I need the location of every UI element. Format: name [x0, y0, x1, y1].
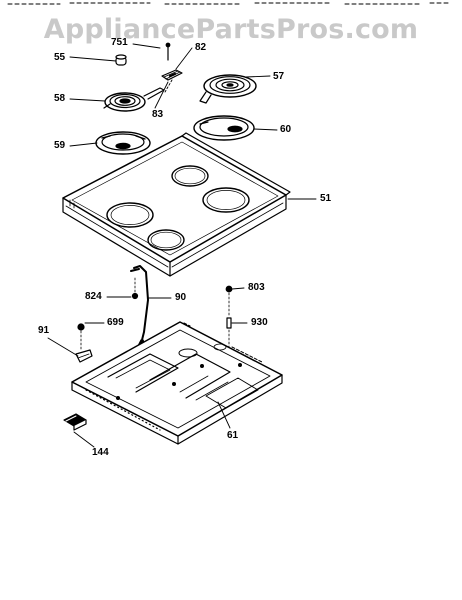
callout-751: 751 — [111, 37, 128, 48]
part-60-large-drip-pan — [193, 115, 255, 141]
part-55-cap — [115, 54, 127, 66]
callout-83: 83 — [152, 109, 164, 120]
callout-61: 61 — [227, 430, 239, 441]
callout-58: 58 — [54, 93, 66, 104]
part-803-930-fasteners — [225, 285, 233, 353]
part-61-burner-box — [71, 321, 283, 445]
callout-144: 144 — [92, 447, 109, 458]
part-91-699-bracket — [75, 323, 93, 363]
part-59-small-drip-pan — [95, 131, 151, 155]
part-51-main-top — [62, 132, 291, 277]
callout-699: 699 — [107, 317, 124, 328]
part-57-large-element — [199, 74, 257, 104]
callout-90: 90 — [175, 292, 187, 303]
watermark-text: AppliancePartsPros.com — [43, 14, 419, 45]
callout-57: 57 — [273, 71, 285, 82]
part-90-wire — [130, 265, 149, 347]
cropped-top-line — [7, 2, 451, 5]
callout-930: 930 — [251, 317, 268, 328]
callout-803: 803 — [248, 282, 265, 293]
callout-82: 82 — [195, 42, 207, 53]
part-824-screw — [131, 277, 139, 300]
callout-60: 60 — [280, 124, 292, 135]
callout-824: 824 — [85, 291, 102, 302]
part-58-small-element — [103, 87, 165, 112]
part-82-83-receptacle — [161, 42, 183, 93]
leader-lines — [47, 43, 317, 448]
callout-91: 91 — [38, 325, 50, 336]
callout-55: 55 — [54, 52, 66, 63]
part-144-bracket — [63, 413, 87, 431]
callout-51: 51 — [320, 193, 332, 204]
callout-59: 59 — [54, 140, 66, 151]
